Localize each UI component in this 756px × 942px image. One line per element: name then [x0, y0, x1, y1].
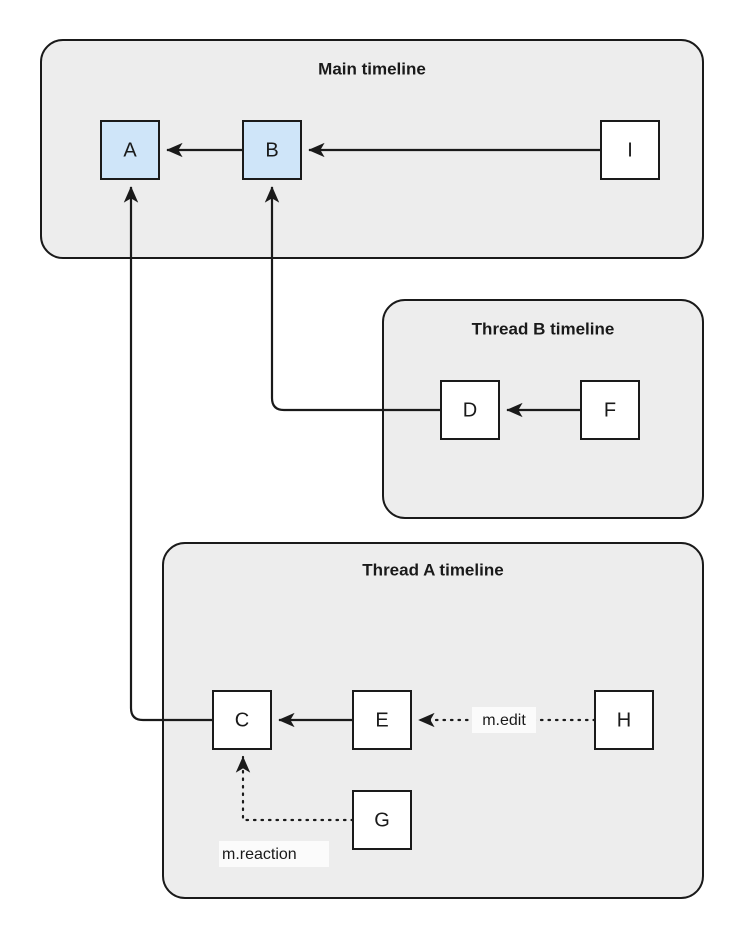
node-b[interactable]: B: [242, 120, 302, 180]
edge-label-m-edit-bg: [472, 707, 536, 733]
edge-label-m-edit-text: m.edit: [482, 712, 526, 729]
edge-label-m-reaction-text: m.reaction: [222, 846, 297, 863]
node-f[interactable]: F: [580, 380, 640, 440]
group-thread-b-timeline-title: Thread B timeline: [472, 319, 615, 338]
node-f-label: F: [604, 399, 616, 421]
group-main-timeline-title: Main timeline: [318, 59, 426, 78]
edge-g-to-c: [235, 755, 355, 822]
node-h[interactable]: H: [594, 690, 654, 750]
node-h-label: H: [617, 709, 631, 731]
node-g[interactable]: G: [352, 790, 412, 850]
node-a[interactable]: A: [100, 120, 160, 180]
node-d-label: D: [463, 399, 477, 421]
node-e-label: E: [375, 709, 388, 731]
node-f-box[interactable]: [580, 380, 640, 440]
edge-d-to-b: [264, 186, 441, 412]
edge-label-m-edit: m.edit: [472, 707, 536, 733]
node-e[interactable]: E: [352, 690, 412, 750]
node-g-label: G: [374, 809, 390, 831]
node-i[interactable]: I: [600, 120, 660, 180]
group-thread-a-timeline-title: Thread A timeline: [362, 560, 503, 579]
node-h-box[interactable]: [594, 690, 654, 750]
node-b-label: B: [265, 139, 278, 161]
node-a-box[interactable]: [100, 120, 160, 180]
node-a-label: A: [123, 139, 137, 161]
edge-c-to-a: [123, 186, 213, 722]
node-e-box[interactable]: [352, 690, 412, 750]
node-b-box[interactable]: [242, 120, 302, 180]
node-d-box[interactable]: [440, 380, 500, 440]
node-c-box[interactable]: [212, 690, 272, 750]
node-i-box[interactable]: [600, 120, 660, 180]
edge-label-m-reaction-bg: [219, 841, 329, 867]
node-c-label: C: [235, 709, 249, 731]
node-g-box[interactable]: [352, 790, 412, 850]
node-c[interactable]: C: [212, 690, 272, 750]
edge-label-m-reaction: m.reaction: [219, 841, 329, 867]
node-i-label: I: [627, 139, 633, 161]
node-d[interactable]: D: [440, 380, 500, 440]
